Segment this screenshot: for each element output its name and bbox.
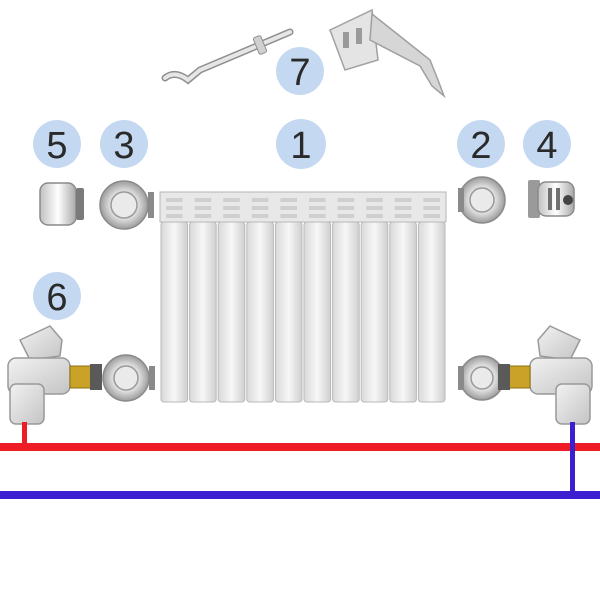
end-cap-icon: [39, 182, 84, 226]
radiator-sections: [160, 198, 446, 403]
radiator-vent-slot: [366, 214, 383, 218]
radiator-section: [303, 221, 332, 403]
label-radiator: 1: [290, 125, 311, 167]
radiator-vent-slot: [223, 206, 240, 210]
shutoff-valve-icon: [7, 325, 102, 425]
radiator-section: [360, 221, 389, 403]
radiator-vent-slot: [394, 214, 412, 218]
radiator-section: [217, 221, 246, 403]
radiator-section: [160, 221, 189, 403]
radiator-vent-slot: [251, 206, 269, 210]
radiator-vent-slot: [166, 198, 183, 202]
radiator-vent-slot: [309, 206, 326, 210]
badge-2: 2: [457, 120, 505, 168]
badge-4: 4: [523, 120, 571, 168]
radiator-vent-slot: [337, 214, 355, 218]
label-valve: 6: [46, 277, 67, 319]
label-plug-left: 3: [113, 125, 134, 167]
radiator-section: [246, 221, 274, 403]
radiator-vent-slot: [251, 198, 269, 202]
radiator-plug-icon: [458, 355, 505, 401]
radiator-section: [189, 221, 217, 403]
air-vent-icon: [528, 180, 575, 218]
supply-pipe: [0, 443, 600, 451]
label-plug-right: 2: [470, 125, 491, 167]
radiator-vent-slot: [166, 206, 183, 210]
radiator-vent-slot: [394, 206, 412, 210]
badge-1: 1: [276, 119, 326, 169]
label-bracket: 7: [289, 52, 310, 94]
radiator-vent-slot: [194, 198, 212, 202]
label-air-vent: 4: [536, 125, 557, 167]
radiator-vent-slot: [337, 198, 355, 202]
radiator-vent-slot: [423, 198, 440, 202]
radiator-plug-icon: [99, 180, 154, 230]
wall-hook-icon: [161, 28, 294, 85]
radiator-vent-slot: [194, 206, 212, 210]
radiator-vent-slot: [166, 214, 183, 218]
radiator-plug-icon: [102, 354, 155, 402]
radiator-vent-slot: [337, 206, 355, 210]
return-pipe-drop: [570, 422, 575, 496]
radiator-vent-slot: [223, 214, 240, 218]
radiator-vent-slot: [423, 214, 440, 218]
badge-7: 7: [276, 47, 324, 95]
badge-5: 5: [33, 120, 81, 168]
radiator-vent-slot: [366, 206, 383, 210]
radiator-vent-slot: [280, 198, 297, 202]
wall-bracket-icon: [329, 8, 446, 99]
return-pipe: [0, 491, 600, 499]
radiator-vent-slot: [394, 198, 412, 202]
supply-pipe-drop: [22, 422, 27, 448]
radiator-vent-slot: [309, 214, 326, 218]
radiator-vent-slot: [366, 198, 383, 202]
radiator-section: [417, 221, 446, 403]
radiator-section: [274, 221, 303, 403]
radiator-vent-slot: [280, 214, 297, 218]
badge-6: 6: [33, 272, 81, 320]
radiator-vent-slot: [194, 214, 212, 218]
radiator-vent-slot: [309, 198, 326, 202]
radiator-vent-slot: [423, 206, 440, 210]
radiator-vent-slot: [251, 214, 269, 218]
radiator-vent-slot: [280, 206, 297, 210]
badge-3: 3: [100, 120, 148, 168]
radiator-section: [332, 221, 360, 403]
radiator-icon: [159, 191, 447, 403]
radiator-vent-slot: [223, 198, 240, 202]
label-end-cap: 5: [46, 125, 67, 167]
radiator-plug-icon: [458, 176, 506, 224]
radiator-section: [389, 221, 417, 403]
shutoff-valve-icon: [498, 325, 593, 425]
